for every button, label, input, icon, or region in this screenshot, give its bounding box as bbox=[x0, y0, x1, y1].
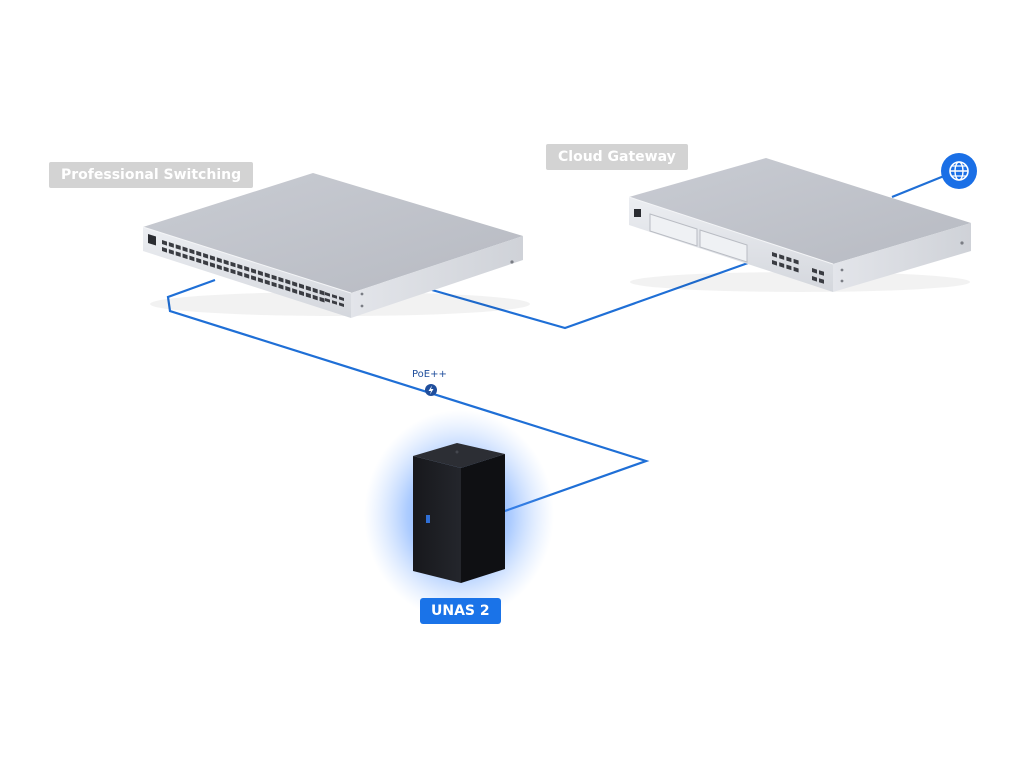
ethernet-port bbox=[772, 260, 777, 266]
label-poe: PoE++ bbox=[412, 369, 447, 380]
ethernet-port bbox=[271, 281, 277, 288]
ethernet-port bbox=[223, 259, 229, 266]
unas-device[interactable] bbox=[364, 410, 554, 620]
ethernet-port bbox=[319, 296, 325, 303]
ethernet-port bbox=[196, 257, 202, 264]
ethernet-port bbox=[168, 249, 174, 255]
ethernet-port bbox=[285, 286, 291, 292]
globe-icon[interactable] bbox=[941, 153, 977, 189]
ethernet-port bbox=[278, 276, 284, 283]
ethernet-port bbox=[312, 294, 318, 301]
ethernet-port bbox=[196, 250, 202, 257]
ethernet-port bbox=[175, 244, 181, 250]
ethernet-port bbox=[819, 278, 824, 284]
ethernet-port bbox=[819, 270, 824, 276]
ethernet-port bbox=[339, 302, 344, 307]
gateway-side bbox=[833, 223, 971, 292]
ethernet-port bbox=[793, 266, 799, 273]
label-cloud-gateway: Cloud Gateway bbox=[546, 144, 688, 170]
ethernet-port bbox=[237, 270, 243, 277]
ethernet-port bbox=[251, 268, 257, 274]
ethernet-port bbox=[305, 285, 311, 292]
unas-side bbox=[461, 454, 505, 583]
ethernet-port bbox=[209, 262, 215, 268]
ethernet-port bbox=[332, 300, 337, 305]
ethernet-port bbox=[189, 255, 195, 262]
ethernet-port bbox=[779, 262, 785, 268]
ethernet-port bbox=[182, 246, 188, 253]
link-gateway-to-internet bbox=[891, 174, 945, 199]
ethernet-port bbox=[251, 275, 257, 281]
link-switch-to-unas bbox=[166, 278, 650, 514]
switch-front bbox=[143, 227, 351, 318]
ethernet-port bbox=[772, 252, 777, 258]
ethernet-port bbox=[264, 272, 270, 279]
ethernet-port bbox=[292, 288, 298, 294]
switch-ports bbox=[162, 240, 344, 307]
ethernet-port bbox=[209, 255, 215, 261]
drive-bay-1 bbox=[649, 213, 698, 247]
unas-status-light bbox=[426, 515, 430, 523]
ethernet-port bbox=[189, 248, 195, 255]
ethernet-port bbox=[339, 296, 344, 301]
ethernet-port bbox=[216, 257, 222, 263]
unas-front bbox=[413, 456, 461, 583]
drive-bay-2 bbox=[699, 229, 748, 263]
ethernet-port bbox=[244, 266, 250, 272]
ethernet-port bbox=[812, 276, 817, 282]
ethernet-port bbox=[257, 270, 263, 276]
ethernet-port bbox=[312, 287, 318, 294]
ethernet-port bbox=[319, 289, 325, 296]
ethernet-port bbox=[292, 281, 298, 287]
poe-badge bbox=[425, 384, 437, 396]
ethernet-port bbox=[264, 279, 270, 286]
ethernet-port bbox=[182, 253, 188, 260]
ethernet-port bbox=[299, 283, 304, 289]
ethernet-port bbox=[216, 264, 222, 270]
ethernet-port bbox=[786, 264, 792, 271]
ethernet-port bbox=[793, 258, 799, 265]
ethernet-port bbox=[237, 263, 243, 270]
ethernet-port bbox=[203, 253, 209, 259]
switch-top bbox=[143, 173, 523, 293]
ethernet-port bbox=[168, 242, 174, 248]
ethernet-port bbox=[230, 261, 236, 268]
switch-side bbox=[351, 236, 523, 318]
gateway-top bbox=[629, 158, 971, 264]
label-professional-switching: Professional Switching bbox=[49, 162, 254, 188]
ethernet-port bbox=[325, 292, 330, 297]
links bbox=[166, 174, 945, 514]
gateway-ports bbox=[772, 252, 824, 284]
ethernet-port bbox=[175, 251, 181, 257]
ethernet-port bbox=[203, 260, 209, 266]
ethernet-port bbox=[786, 256, 792, 263]
switch-device[interactable] bbox=[142, 173, 530, 318]
ethernet-port bbox=[779, 254, 785, 260]
ethernet-port bbox=[305, 292, 311, 299]
ethernet-port bbox=[278, 283, 284, 290]
ethernet-port bbox=[162, 247, 167, 253]
ethernet-port bbox=[271, 274, 277, 281]
ethernet-port bbox=[812, 268, 817, 274]
link-switch-to-gateway bbox=[431, 261, 749, 330]
ethernet-port bbox=[162, 240, 167, 246]
ethernet-port bbox=[332, 294, 337, 299]
ethernet-port bbox=[223, 266, 229, 273]
ethernet-port bbox=[325, 298, 330, 303]
ethernet-port bbox=[257, 277, 263, 283]
ethernet-port bbox=[299, 290, 304, 296]
ethernet-port bbox=[285, 279, 291, 285]
gateway-device[interactable] bbox=[628, 158, 971, 292]
label-unas: UNAS 2 bbox=[420, 598, 501, 624]
ethernet-port bbox=[230, 268, 236, 275]
ethernet-port bbox=[244, 273, 250, 279]
